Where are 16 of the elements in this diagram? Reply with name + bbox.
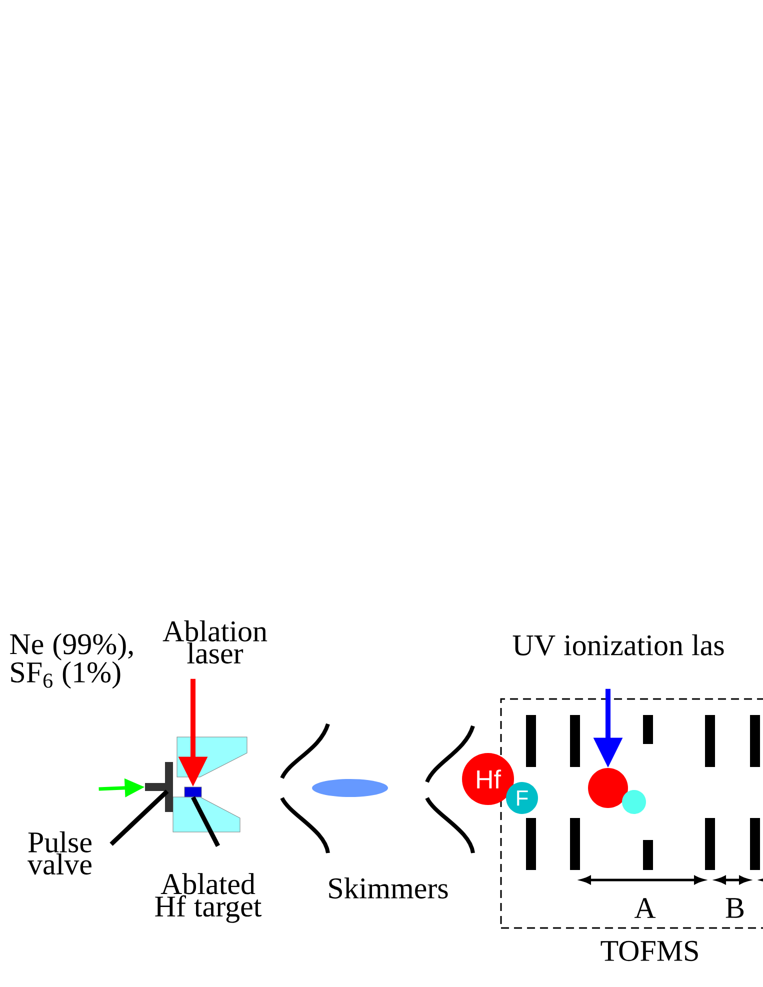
valve-label: Pulse valve (28, 831, 92, 875)
dimension-label: A (634, 898, 656, 918)
hf-atom: Hf (462, 753, 514, 805)
pulse-valve (145, 762, 173, 812)
dimension-label: B (726, 898, 744, 918)
skimmer-label: Skimmers (329, 877, 448, 899)
target-label: Ablated Hf target (155, 873, 262, 923)
node-label: TOFMS (600, 940, 698, 962)
atom (588, 768, 628, 808)
leader-line (110, 790, 169, 846)
laser-label: UV ionization las (512, 634, 724, 656)
laser-label: Ablation laser (162, 620, 268, 664)
gas-label: Ne (99%), SF$_{6}$ (1%) (10, 633, 133, 689)
atom (622, 790, 646, 814)
f-atom: F (506, 782, 538, 814)
target (184, 786, 202, 798)
